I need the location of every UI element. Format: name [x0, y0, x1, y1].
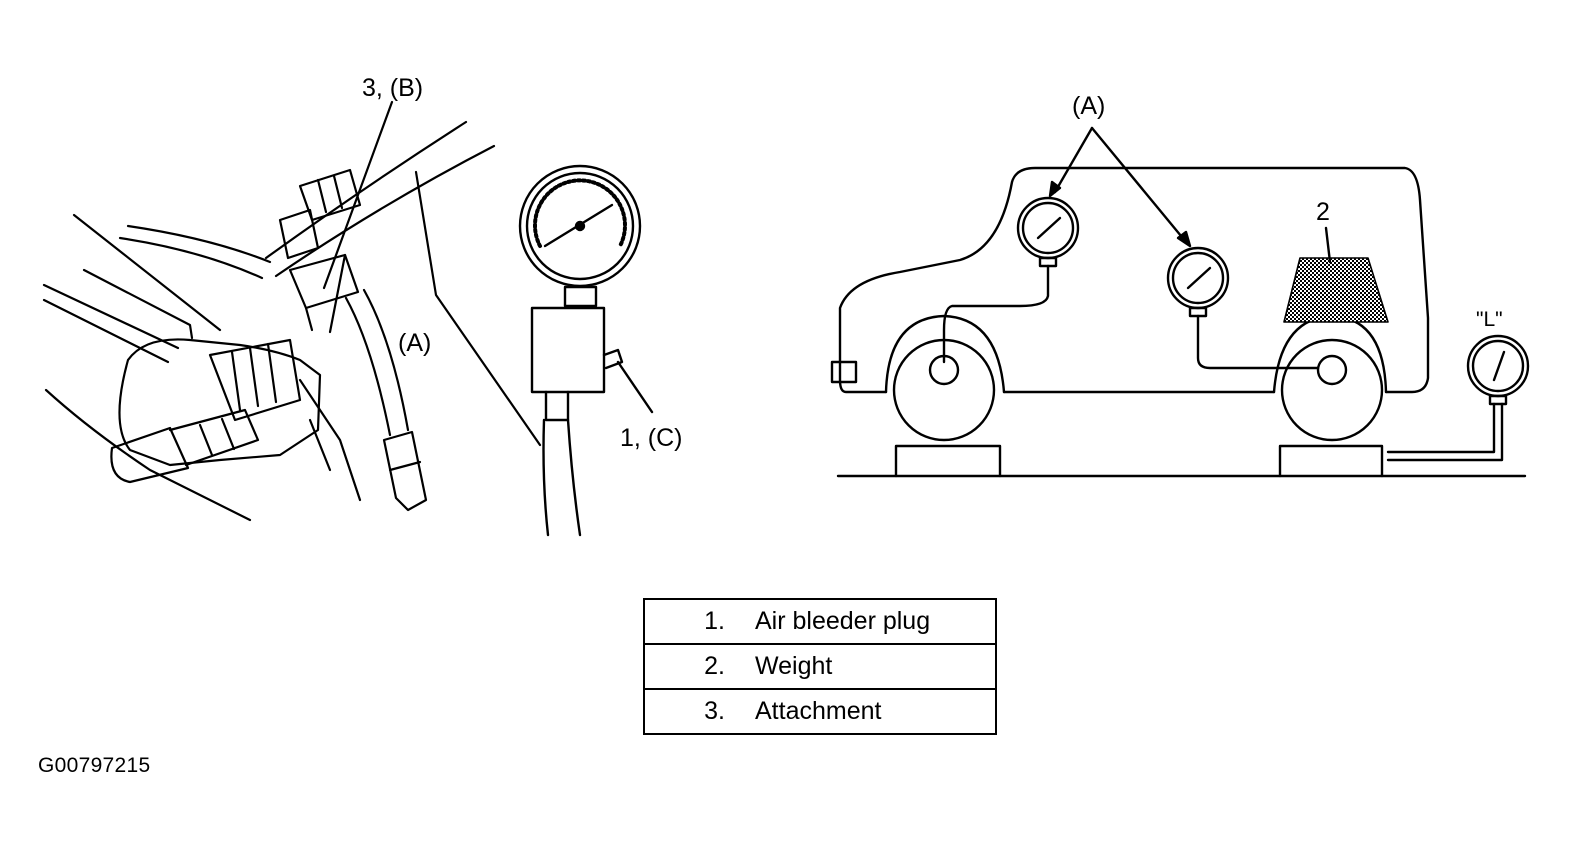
legend-row: 3. Attachment	[644, 688, 996, 734]
figure-id: G00797215	[38, 754, 151, 777]
legend-number: 1.	[704, 607, 725, 635]
legend-label: Air bleeder plug	[755, 607, 931, 635]
legend-number: 2.	[644, 643, 737, 689]
legend-number: 3.	[644, 688, 737, 734]
legend-label: Attachment	[737, 688, 996, 734]
callout-weight: 2	[1316, 198, 1330, 226]
callout-a-right: (A)	[1072, 92, 1105, 120]
legend-table: 1. Air bleeder plug 2. Weight 3. Attachm…	[643, 598, 997, 735]
legend-label: Weight	[737, 643, 996, 689]
legend-row: 1. Air bleeder plug	[644, 599, 996, 644]
callout-a-left: (A)	[398, 329, 431, 357]
legend-row: 2. Weight	[644, 643, 996, 689]
callout-l: "L"	[1476, 308, 1503, 331]
pressure-gauge-icon	[518, 164, 654, 537]
callout-1c: 1, (C)	[620, 424, 683, 452]
vehicle-test-illustration	[830, 126, 1530, 478]
caliper-gauge-illustration	[42, 100, 542, 522]
callout-3b: 3, (B)	[362, 74, 423, 102]
